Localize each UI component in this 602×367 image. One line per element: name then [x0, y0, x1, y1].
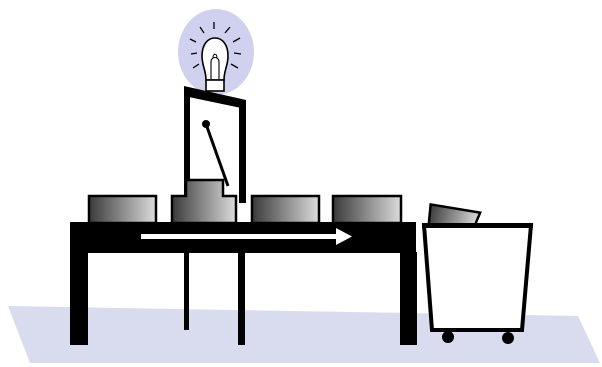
box-3	[252, 196, 319, 223]
bin-wheel-right	[502, 332, 514, 344]
sensor-pivot	[202, 120, 210, 128]
sensor-arm	[206, 124, 228, 186]
bulb-glass	[202, 38, 228, 80]
box-1	[89, 196, 156, 223]
bin-body	[424, 225, 531, 330]
bulb-base	[206, 80, 224, 91]
arrow-shaft	[141, 234, 337, 239]
box-4	[333, 196, 401, 223]
table-left-leg	[70, 252, 88, 345]
gantry-left-post-lower	[184, 252, 189, 330]
gantry-right-post	[239, 103, 246, 203]
light-bulb-icon	[178, 9, 254, 95]
box-2-under-gantry	[172, 180, 236, 223]
wheeled-bin-icon	[422, 201, 533, 344]
gantry-right-post-lower	[238, 252, 245, 345]
table-right-leg	[400, 252, 417, 345]
bin-wheel-left	[442, 331, 454, 343]
